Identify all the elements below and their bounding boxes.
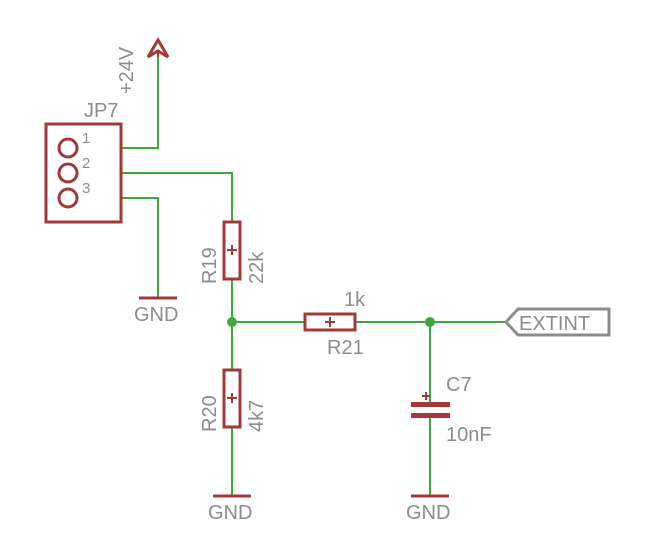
supply-24v: +24V (116, 37, 170, 94)
capacitor-c7: C7 10nF (411, 374, 492, 446)
port-flag-icon (503, 307, 611, 337)
capacitor-c7-plate-top (411, 402, 450, 407)
connector-pin-1-label: 1 (82, 130, 90, 147)
capacitor-c7-plate-bottom (411, 413, 450, 418)
ground-label-c7: GND (406, 502, 450, 524)
ground-label-jp7: GND (134, 304, 178, 326)
connector-jp7: JP7 1 2 3 (44, 100, 123, 224)
port-label: EXTINT (519, 313, 590, 335)
connector-pin-2 (57, 162, 79, 184)
resistor-r20: R20 4k7 (199, 368, 268, 432)
connector-pin-3 (57, 187, 79, 209)
junction-dot-r21-c7 (425, 317, 435, 327)
resistor-r19-name: R19 (199, 247, 221, 284)
wire-pin2-to-r19 (68, 172, 233, 222)
connector-name: JP7 (84, 100, 118, 122)
resistor-r21: 1k R21 (303, 289, 366, 359)
connector-pin-1 (57, 137, 79, 159)
ground-r20: GND (208, 494, 252, 524)
resistor-r20-value: 4k7 (246, 400, 268, 432)
ground-jp7: GND (134, 296, 178, 326)
resistor-r20-name: R20 (199, 395, 221, 432)
supply-arrow-icon (146, 37, 170, 59)
connector-pin-2-label: 2 (82, 155, 90, 172)
resistor-r21-name: R21 (327, 337, 364, 359)
wires (68, 57, 506, 496)
ground-c7: GND (406, 494, 450, 524)
connector-pin-3-label: 3 (82, 180, 90, 197)
supply-label: +24V (116, 46, 138, 94)
port-extint: EXTINT (503, 307, 611, 337)
junction-dot-r19-r20 (227, 317, 237, 327)
capacitor-c7-value: 10nF (446, 424, 492, 446)
ground-label-r20: GND (208, 502, 252, 524)
capacitor-c7-name: C7 (446, 374, 472, 396)
resistor-r19: R19 22k (199, 220, 268, 284)
resistor-r21-value: 1k (344, 289, 366, 311)
resistor-r19-value: 22k (246, 251, 268, 284)
